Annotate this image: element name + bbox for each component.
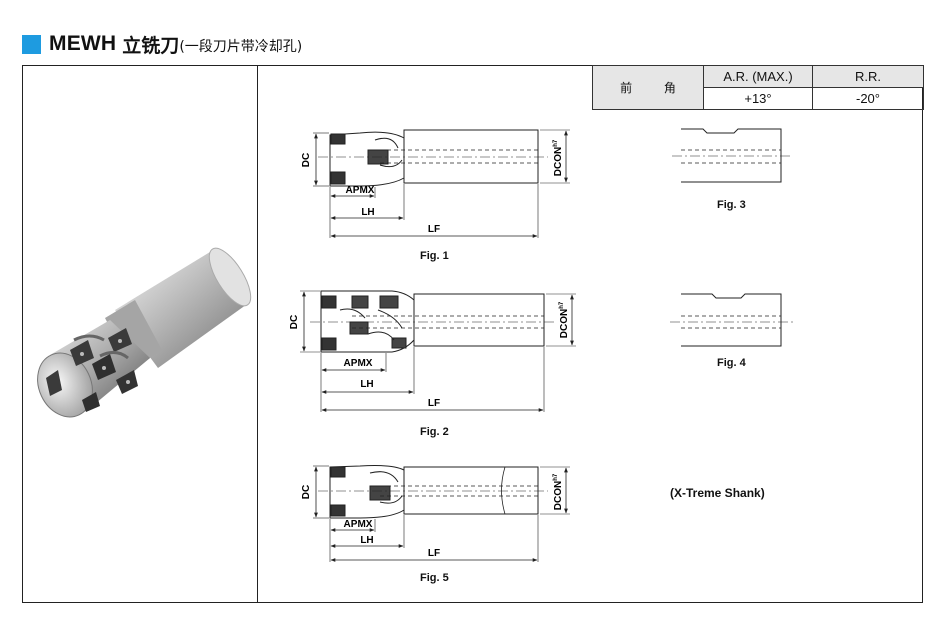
axial-rake-header: A.R. (MAX.) xyxy=(703,65,813,88)
frame-divider xyxy=(257,65,259,603)
rake-angle-label: 前 角 xyxy=(592,65,704,110)
fig2-lf-label: LF xyxy=(428,398,440,409)
header-model: MEWH xyxy=(49,32,117,55)
radial-rake-header: R.R. xyxy=(812,65,924,88)
fig5-lh-label: LH xyxy=(360,535,373,546)
fig2-dcon-label: DCONh7 xyxy=(559,301,570,338)
radial-rake-value: -20° xyxy=(812,87,924,110)
fig1-dc-label: DC xyxy=(301,153,312,167)
header-subtitle: (一段刀片带冷却孔) xyxy=(179,39,303,55)
header-square-icon xyxy=(22,34,41,54)
fig1-dcon-label: DCONh7 xyxy=(553,139,564,176)
header-name: 立铣刀 xyxy=(122,34,180,57)
rake-angle-table: 前 角 A.R. (MAX.) R.R. +13° -20° xyxy=(592,65,924,110)
xtreme-shank-note: (X-Treme Shank) xyxy=(670,486,765,500)
fig4-drawing xyxy=(670,293,793,347)
end-mill-photo-icon xyxy=(37,247,252,418)
content-frame xyxy=(22,65,923,603)
fig5-caption: Fig. 5 xyxy=(420,572,449,584)
page-header: MEWH 立铣刀 (一段刀片带冷却孔) xyxy=(22,32,303,57)
fig1-drawing xyxy=(313,129,570,238)
fig2-caption: Fig. 2 xyxy=(420,426,449,438)
fig2-drawing xyxy=(300,290,576,412)
fig2-dc-label: DC xyxy=(289,315,300,329)
fig1-caption: Fig. 1 xyxy=(420,250,449,262)
fig1-apmx-label: APMX xyxy=(346,185,375,196)
fig1-lh-label: LH xyxy=(361,207,374,218)
fig3-drawing xyxy=(672,128,792,183)
fig3-caption: Fig. 3 xyxy=(717,199,746,211)
axial-rake-value: +13° xyxy=(703,87,813,110)
fig5-lf-label: LF xyxy=(428,548,440,559)
fig1-lf-label: LF xyxy=(428,224,440,235)
fig5-drawing xyxy=(313,465,570,562)
fig5-dc-label: DC xyxy=(301,485,312,499)
fig4-caption: Fig. 4 xyxy=(717,357,746,369)
fig5-dcon-label: DCONh7 xyxy=(553,473,564,510)
fig2-apmx-label: APMX xyxy=(344,358,373,369)
fig5-apmx-label: APMX xyxy=(344,519,373,530)
fig2-lh-label: LH xyxy=(360,379,373,390)
